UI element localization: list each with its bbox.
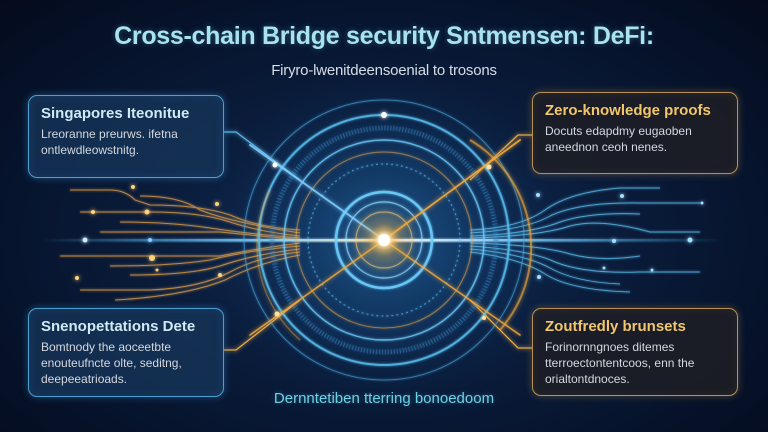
card-body: Docuts edapdmy eugaoben aneednon ceoh ne…	[545, 124, 692, 154]
card-bottom-left: Snenopettations Dete Bomtnody the aoceet…	[28, 308, 224, 397]
card-title: Zoutfredly brunsets	[545, 318, 686, 335]
card-title: Snenopettations Dete	[41, 318, 196, 335]
right-circuit-lines	[469, 187, 700, 293]
card-body: Bomtnody the aoceetbte enouteufncte olte…	[41, 340, 182, 386]
card-body: Lreoranne preurws. ifetna ontlewdleowstn…	[41, 127, 178, 157]
card-top-left: Singapores Iteonitue Lreoranne preurws. …	[28, 95, 224, 178]
left-circuit-lines	[60, 189, 301, 301]
card-top-right: Zero-knowledge proofs Docuts edapdmy eug…	[532, 92, 738, 174]
card-bottom-right: Zoutfredly brunsets Forinornngnoes ditem…	[532, 308, 738, 396]
page-title: Cross-chain Bridge security Sntmensen: D…	[114, 22, 654, 50]
left-beam	[40, 239, 385, 242]
right-beam	[384, 239, 724, 242]
card-title: Zero-knowledge proofs	[545, 102, 711, 119]
card-title: Singapores Iteonitue	[41, 105, 190, 122]
card-body: Forinornngnoes ditemes tterroectontentco…	[545, 340, 695, 386]
page-subtitle: Firyro-lwenitdeensoenial to trosons	[271, 62, 497, 79]
bottom-caption: Dernntetiben tterring bonoedoom	[273, 390, 495, 407]
